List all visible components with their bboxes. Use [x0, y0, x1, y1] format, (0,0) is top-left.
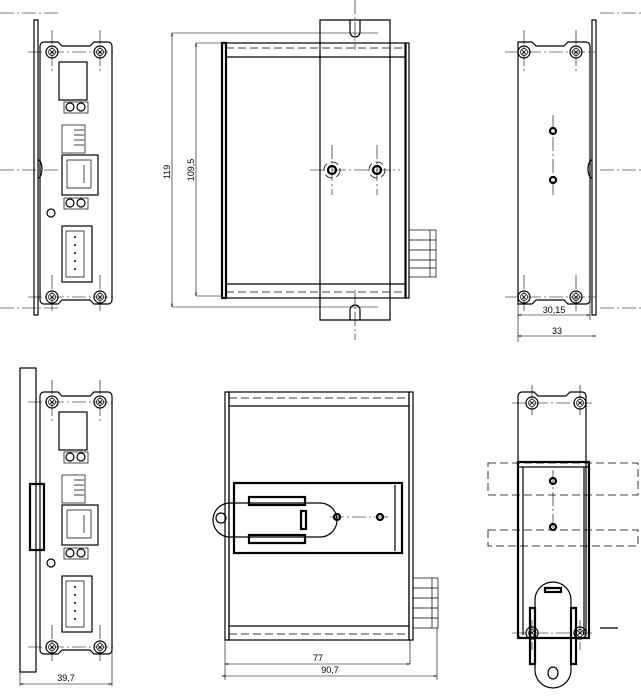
rear-view-bottom-right	[487, 385, 639, 689]
din-rail-view-bottom: 77 90,7	[212, 391, 439, 680]
dimension-33: 33	[552, 326, 562, 336]
dimension-30-15: 30,15	[543, 305, 566, 315]
front-view-top-left	[0, 12, 116, 316]
dimension-119: 119	[162, 165, 172, 179]
side-view-top: 119 109,5	[162, 0, 437, 340]
front-view-bottom-left: 39,7	[19, 367, 116, 686]
dimension-90-7: 90,7	[321, 665, 339, 675]
mounting-plate	[33, 19, 39, 316]
dimension-77: 77	[313, 653, 323, 663]
rear-view-top-right: 30,15 33	[505, 12, 641, 342]
dimension-109-5: 109,5	[186, 159, 196, 182]
dimension-39-7: 39,7	[57, 673, 75, 683]
